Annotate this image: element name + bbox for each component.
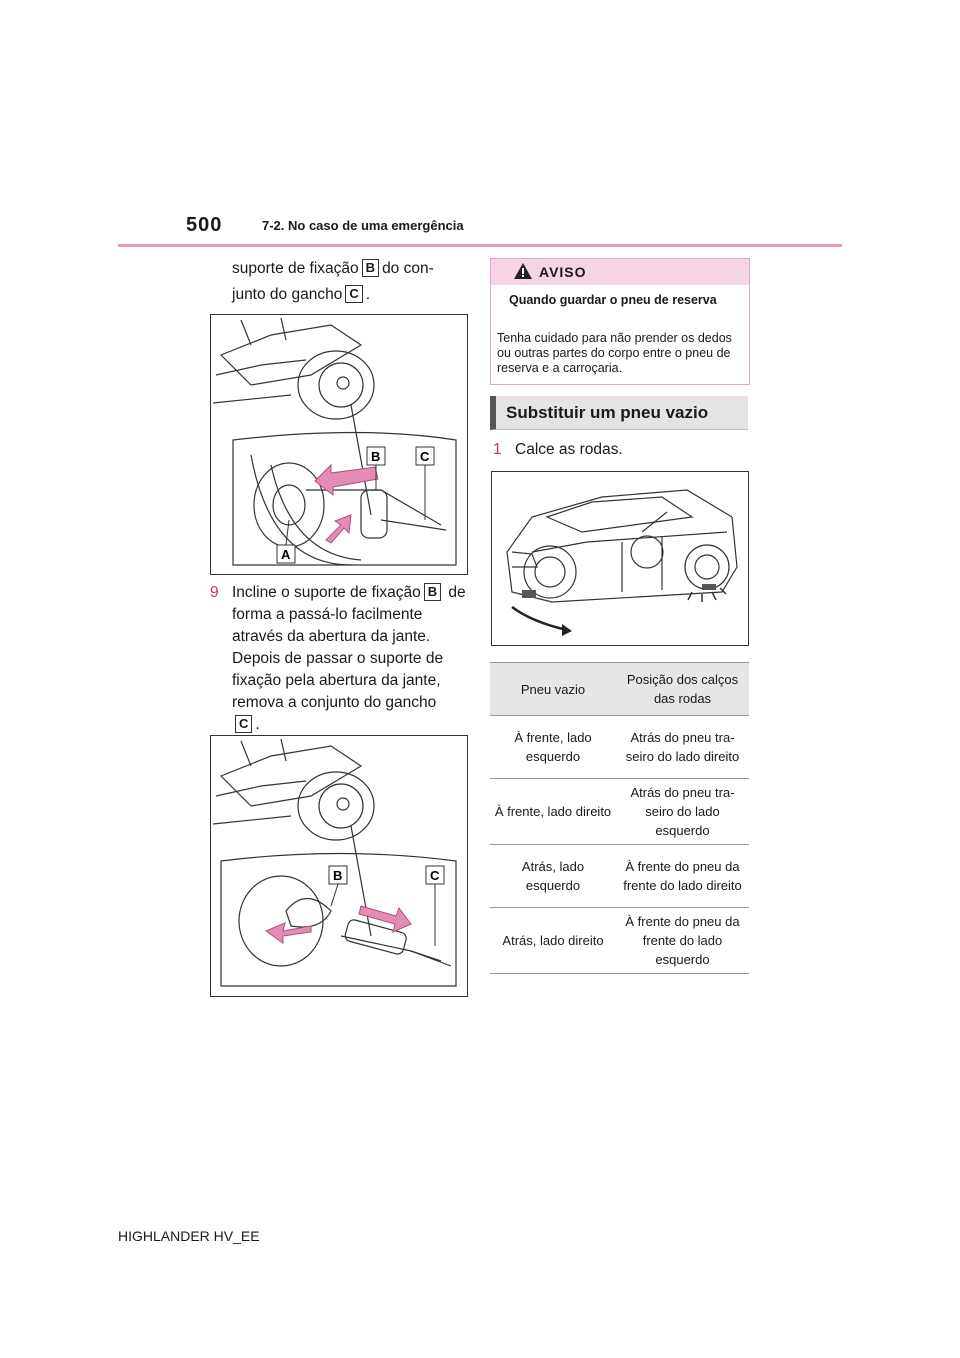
intro-line2: junto do gancho bbox=[232, 286, 343, 303]
step-9-text2: de forma a passá-lo facilmente através d… bbox=[232, 584, 466, 711]
bracket-drawing-2: B C bbox=[212, 738, 457, 987]
header-rule bbox=[118, 244, 842, 247]
step-9-key-b: B bbox=[423, 583, 442, 601]
step-1-number: 1 bbox=[493, 441, 502, 458]
warning-title: AVISO bbox=[539, 264, 587, 280]
warning-triangle-icon bbox=[513, 262, 533, 285]
section-heading: Substituir um pneu vazio bbox=[490, 396, 748, 430]
table-header-row: Pneu vazio Posição dos calços das rodas bbox=[490, 662, 749, 716]
step-9-number: 9 bbox=[210, 584, 219, 601]
page-number: 500 bbox=[186, 214, 223, 236]
spare-tire-bracket-illustration-1: B C A bbox=[210, 314, 468, 575]
fig1-label-b: B bbox=[371, 449, 380, 464]
spare-tire-bracket-illustration-2: B C bbox=[210, 735, 468, 997]
intro-part2: do con- bbox=[382, 260, 434, 277]
intro-end: . bbox=[365, 286, 371, 303]
table-row: Atrás, lado esquerdo À frente do pneu da… bbox=[490, 844, 749, 908]
step-1-text: Calce as rodas. bbox=[515, 441, 623, 458]
table-cell: Atrás, lado esquerdo bbox=[490, 844, 616, 908]
bracket-drawing-1: B C A bbox=[212, 317, 457, 566]
car-drawing bbox=[506, 489, 738, 636]
warning-box: AVISO Quando guardar o pneu de reserva T… bbox=[490, 258, 750, 385]
table-header-flat-tire: Pneu vazio bbox=[490, 662, 616, 716]
table-cell: À frente, lado esquerdo bbox=[490, 715, 616, 779]
table-cell: Atrás, lado direito bbox=[490, 907, 616, 974]
table-row: Atrás, lado direito À frente do pneu da … bbox=[490, 907, 749, 974]
fig2-label-b: B bbox=[333, 868, 342, 883]
table-row: À frente, lado direito Atrás do pneu tra… bbox=[490, 778, 749, 845]
table-row: À frente, lado esquerdo Atrás do pneu tr… bbox=[490, 715, 749, 779]
intro-part1: suporte de fixação bbox=[232, 260, 359, 277]
table-cell: À frente, lado direito bbox=[490, 778, 616, 845]
footer-model: HIGHLANDER HV_EE bbox=[118, 1228, 260, 1244]
wheel-chock-table: Pneu vazio Posição dos calços das rodas … bbox=[490, 662, 749, 974]
step-1: 1 Calce as rodas. bbox=[493, 439, 753, 461]
fig1-label-a: A bbox=[281, 547, 291, 562]
table-cell: À frente do pneu da frente do lado direi… bbox=[616, 844, 749, 908]
warning-header: AVISO bbox=[491, 259, 749, 285]
warning-body: Tenha cuidado para não prender os dedos … bbox=[497, 331, 732, 375]
step-9-text: Incline o suporte de fixação bbox=[232, 584, 421, 601]
step-9-end: . bbox=[255, 716, 260, 733]
table-cell: À frente do pneu da frente do lado esque… bbox=[616, 907, 749, 974]
fig1-label-c: C bbox=[420, 449, 430, 464]
warning-subtitle: Quando guardar o pneu de reserva bbox=[509, 293, 717, 307]
step-9-key-c: C bbox=[235, 715, 253, 733]
table-cell: Atrás do pneu tra-seiro do lado direito bbox=[616, 715, 749, 779]
section-heading-text: Substituir um pneu vazio bbox=[506, 403, 709, 422]
fig2-label-c: C bbox=[430, 868, 440, 883]
key-c-badge: C bbox=[345, 285, 363, 303]
table-cell: Atrás do pneu tra-seiro do lado esquerdo bbox=[616, 778, 749, 845]
vehicle-wheel-chock-illustration bbox=[491, 471, 749, 646]
table-header-chock-position: Posição dos calços das rodas bbox=[616, 662, 749, 716]
key-b-badge: B bbox=[361, 259, 380, 277]
section-title: 7-2. No caso de uma emergência bbox=[262, 218, 464, 233]
